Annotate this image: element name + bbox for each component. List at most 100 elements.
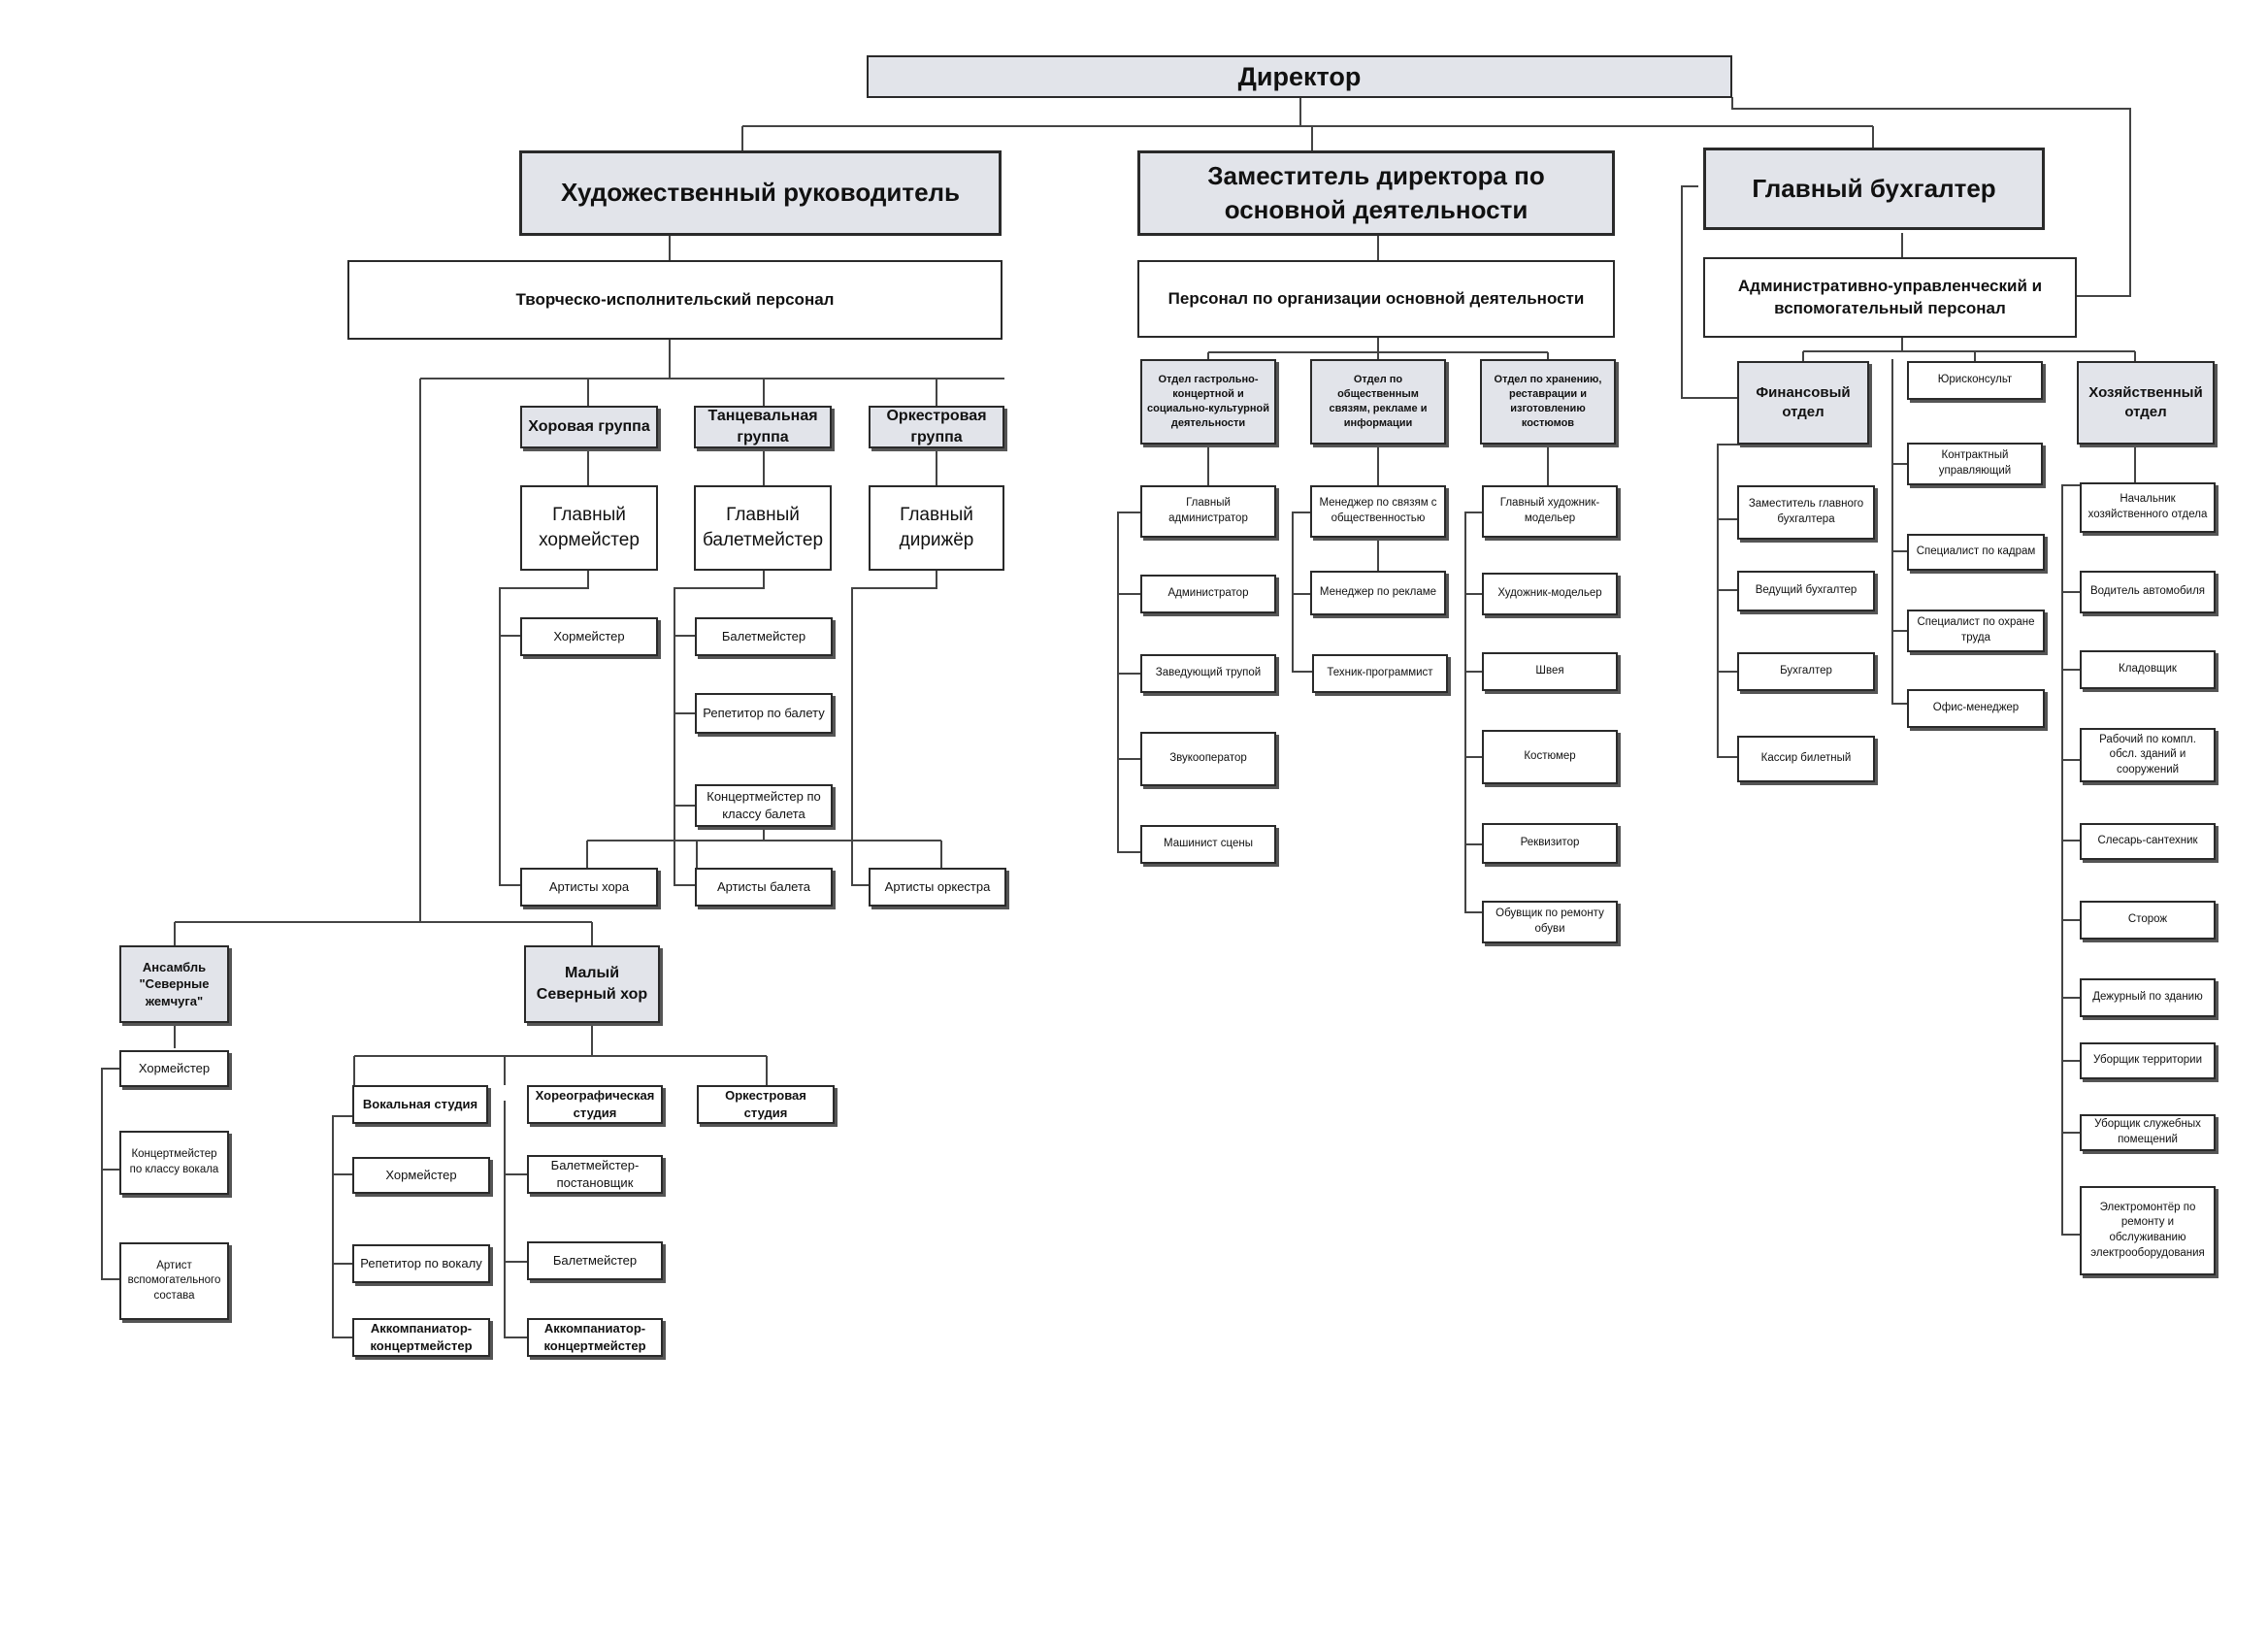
watchman-label: Сторож [2127, 913, 2168, 926]
ballet-repetiteur-box: Репетитор по балету [695, 693, 833, 734]
accountant-box: Бухгалтер [1737, 652, 1875, 691]
storekeeper-label: Кладовщик [2119, 663, 2177, 676]
shoe-repair-box: Обувщик по ремонту обуви [1482, 901, 1618, 943]
household-dept-box: Хозяйственный отдел [2077, 361, 2215, 445]
pr-manager-box: Менеджер по связям с общественностью [1310, 485, 1446, 538]
orchestra-artists-box: Артисты оркестра [869, 868, 1006, 907]
costumer-box: Костюмер [1482, 730, 1618, 784]
maintenance-worker-box: Рабочий по компл. обсл. зданий и сооруже… [2080, 728, 2216, 782]
lead-accountant-label: Ведущий бухгалтер [1755, 584, 1857, 597]
finance-dept-box: Финансовый отдел [1737, 361, 1869, 445]
legal-adviser-box: Юрисконсульт [1907, 361, 2043, 400]
chief-fashion-artist-label: Главный художник-модельер [1499, 497, 1600, 524]
household-head-label: Начальник хозяйственного отдела [2087, 493, 2208, 520]
chief-balletmaster-box: Главный балетмейстер [694, 485, 832, 571]
orchestra-artists-label: Артисты оркестра [884, 879, 991, 895]
chief-fashion-artist-box: Главный художник-модельер [1482, 485, 1618, 538]
pr-manager-label: Менеджер по связям с общественностью [1319, 497, 1437, 524]
labor-safety-box: Специалист по охране труда [1907, 610, 2045, 652]
ballet-artists-box: Артисты балета [695, 868, 833, 907]
administrator-label: Администратор [1167, 587, 1249, 600]
seamstress-label: Швея [1535, 665, 1564, 677]
balletmaster-box: Балетмейстер [695, 617, 833, 656]
ensemble-vocal-accompanist-box: Концертмейстер по классу вокала [119, 1131, 229, 1195]
ad-manager-label: Менеджер по рекламе [1319, 586, 1437, 599]
choir-group-label: Хоровая группа [528, 418, 650, 436]
deputy-accountant-label: Заместитель главного бухгалтера [1748, 498, 1864, 525]
vocal-repetiteur-box: Репетитор по вокалу [352, 1244, 490, 1283]
creative-staff-box: Творческо-исполнительский персонал [347, 260, 1003, 340]
chief-balletmaster-label: Главный балетмейстер [702, 505, 824, 550]
ensemble-label: Ансамбль "Северные жемчуга" [139, 959, 210, 1008]
choreo-stager-box: Балетмейстер-постановщик [527, 1155, 663, 1194]
building-attendant-label: Дежурный по зданию [2092, 991, 2203, 1004]
storekeeper-box: Кладовщик [2080, 650, 2216, 689]
small-choir-box: Малый Северный хор [524, 945, 660, 1023]
orchestra-studio-label: Оркестровая студия [725, 1088, 806, 1120]
orchestra-group-label: Оркестровая группа [886, 408, 987, 446]
contract-manager-box: Контрактный управляющий [1907, 443, 2043, 485]
stage-machinist-box: Машинист сцены [1140, 825, 1276, 864]
sound-operator-label: Звукооператор [1169, 752, 1247, 765]
ensemble-choirmaster-box: Хормейстер [119, 1050, 229, 1087]
choir-artists-box: Артисты хора [520, 868, 658, 907]
chief-accountant-label: Главный бухгалтер [1752, 173, 1996, 203]
choreo-accompanist-label: Аккомпаниатор-концертмейстер [543, 1321, 646, 1353]
stage-machinist-label: Машинист сцены [1164, 838, 1253, 850]
director-box: Директор [867, 55, 1732, 98]
shoe-repair-label: Обувщик по ремонту обуви [1496, 908, 1604, 935]
deputy-director-box: Заместитель директора по основной деятел… [1137, 150, 1615, 236]
costume-dept-label: Отдел по хранению, реставрации и изготов… [1494, 374, 1602, 429]
choreo-balletmaster-box: Балетмейстер [527, 1241, 663, 1280]
ticket-cashier-label: Кассир билетный [1760, 752, 1852, 765]
tech-programmer-label: Техник-программист [1327, 667, 1433, 679]
lead-accountant-box: Ведущий бухгалтер [1737, 571, 1875, 611]
finance-dept-label: Финансовый отдел [1756, 383, 1851, 420]
ensemble-vocal-accompanist-label: Концертмейстер по классу вокала [129, 1148, 219, 1175]
fashion-artist-box: Художник-модельер [1482, 573, 1618, 615]
deputy-director-label: Заместитель директора по основной деятел… [1207, 160, 1545, 224]
choreo-studio-box: Хореографическая студия [527, 1085, 663, 1124]
small-choir-label: Малый Северный хор [536, 965, 648, 1003]
vocal-studio-label: Вокальная студия [362, 1097, 478, 1112]
chief-conductor-label: Главный дирижёр [899, 505, 974, 550]
main-activity-staff-label: Персонал по организации основной деятель… [1167, 288, 1585, 308]
choir-group-box: Хоровая группа [520, 406, 658, 448]
pr-dept-box: Отдел по общественным связям, рекламе и … [1310, 359, 1446, 445]
household-head-box: Начальник хозяйственного отдела [2080, 482, 2216, 533]
vocal-studio-box: Вокальная студия [352, 1085, 488, 1124]
main-activity-staff-box: Персонал по организации основной деятель… [1137, 260, 1615, 338]
building-attendant-box: Дежурный по зданию [2080, 978, 2216, 1017]
choreo-balletmaster-label: Балетмейстер [552, 1253, 638, 1269]
chief-choirmaster-label: Главный хормейстер [539, 505, 640, 550]
accountant-label: Бухгалтер [1780, 665, 1832, 677]
props-master-label: Реквизитор [1520, 837, 1580, 849]
administrator-box: Администратор [1140, 575, 1276, 613]
ballet-artists-label: Артисты балета [716, 879, 811, 895]
creative-staff-label: Творческо-исполнительский персонал [515, 289, 835, 309]
plumber-label: Слесарь-сантехник [2097, 835, 2198, 847]
choreo-stager-label: Балетмейстер-постановщик [550, 1158, 640, 1190]
choirmaster-label: Хормейстер [553, 629, 625, 644]
office-manager-box: Офис-менеджер [1907, 689, 2045, 728]
yard-cleaner-box: Уборщик территории [2080, 1042, 2216, 1079]
director-label: Директор [1237, 61, 1362, 91]
art-director-label: Художественный руководитель [560, 178, 961, 208]
office-manager-label: Офис-менеджер [1932, 702, 2020, 714]
costumer-label: Костюмер [1524, 750, 1576, 763]
chief-choirmaster-box: Главный хормейстер [520, 485, 658, 571]
electrician-label: Электромонтёр по ремонту и обслуживанию … [2090, 1201, 2205, 1259]
deputy-accountant-box: Заместитель главного бухгалтера [1737, 485, 1875, 540]
ensemble-box: Ансамбль "Северные жемчуга" [119, 945, 229, 1023]
ensemble-choirmaster-label: Хормейстер [138, 1061, 211, 1076]
vocal-repetiteur-label: Репетитор по вокалу [360, 1256, 482, 1271]
hr-specialist-label: Специалист по кадрам [1916, 545, 2036, 558]
choreo-studio-label: Хореографическая студия [535, 1088, 655, 1120]
legal-adviser-label: Юрисконсульт [1937, 374, 2013, 386]
costume-dept-box: Отдел по хранению, реставрации и изготов… [1480, 359, 1616, 445]
ensemble-support-artist-label: Артист вспомогательного состава [127, 1259, 221, 1302]
yard-cleaner-label: Уборщик территории [2092, 1054, 2203, 1067]
admin-staff-label: Административно-управленческий и вспомог… [1737, 276, 2043, 317]
